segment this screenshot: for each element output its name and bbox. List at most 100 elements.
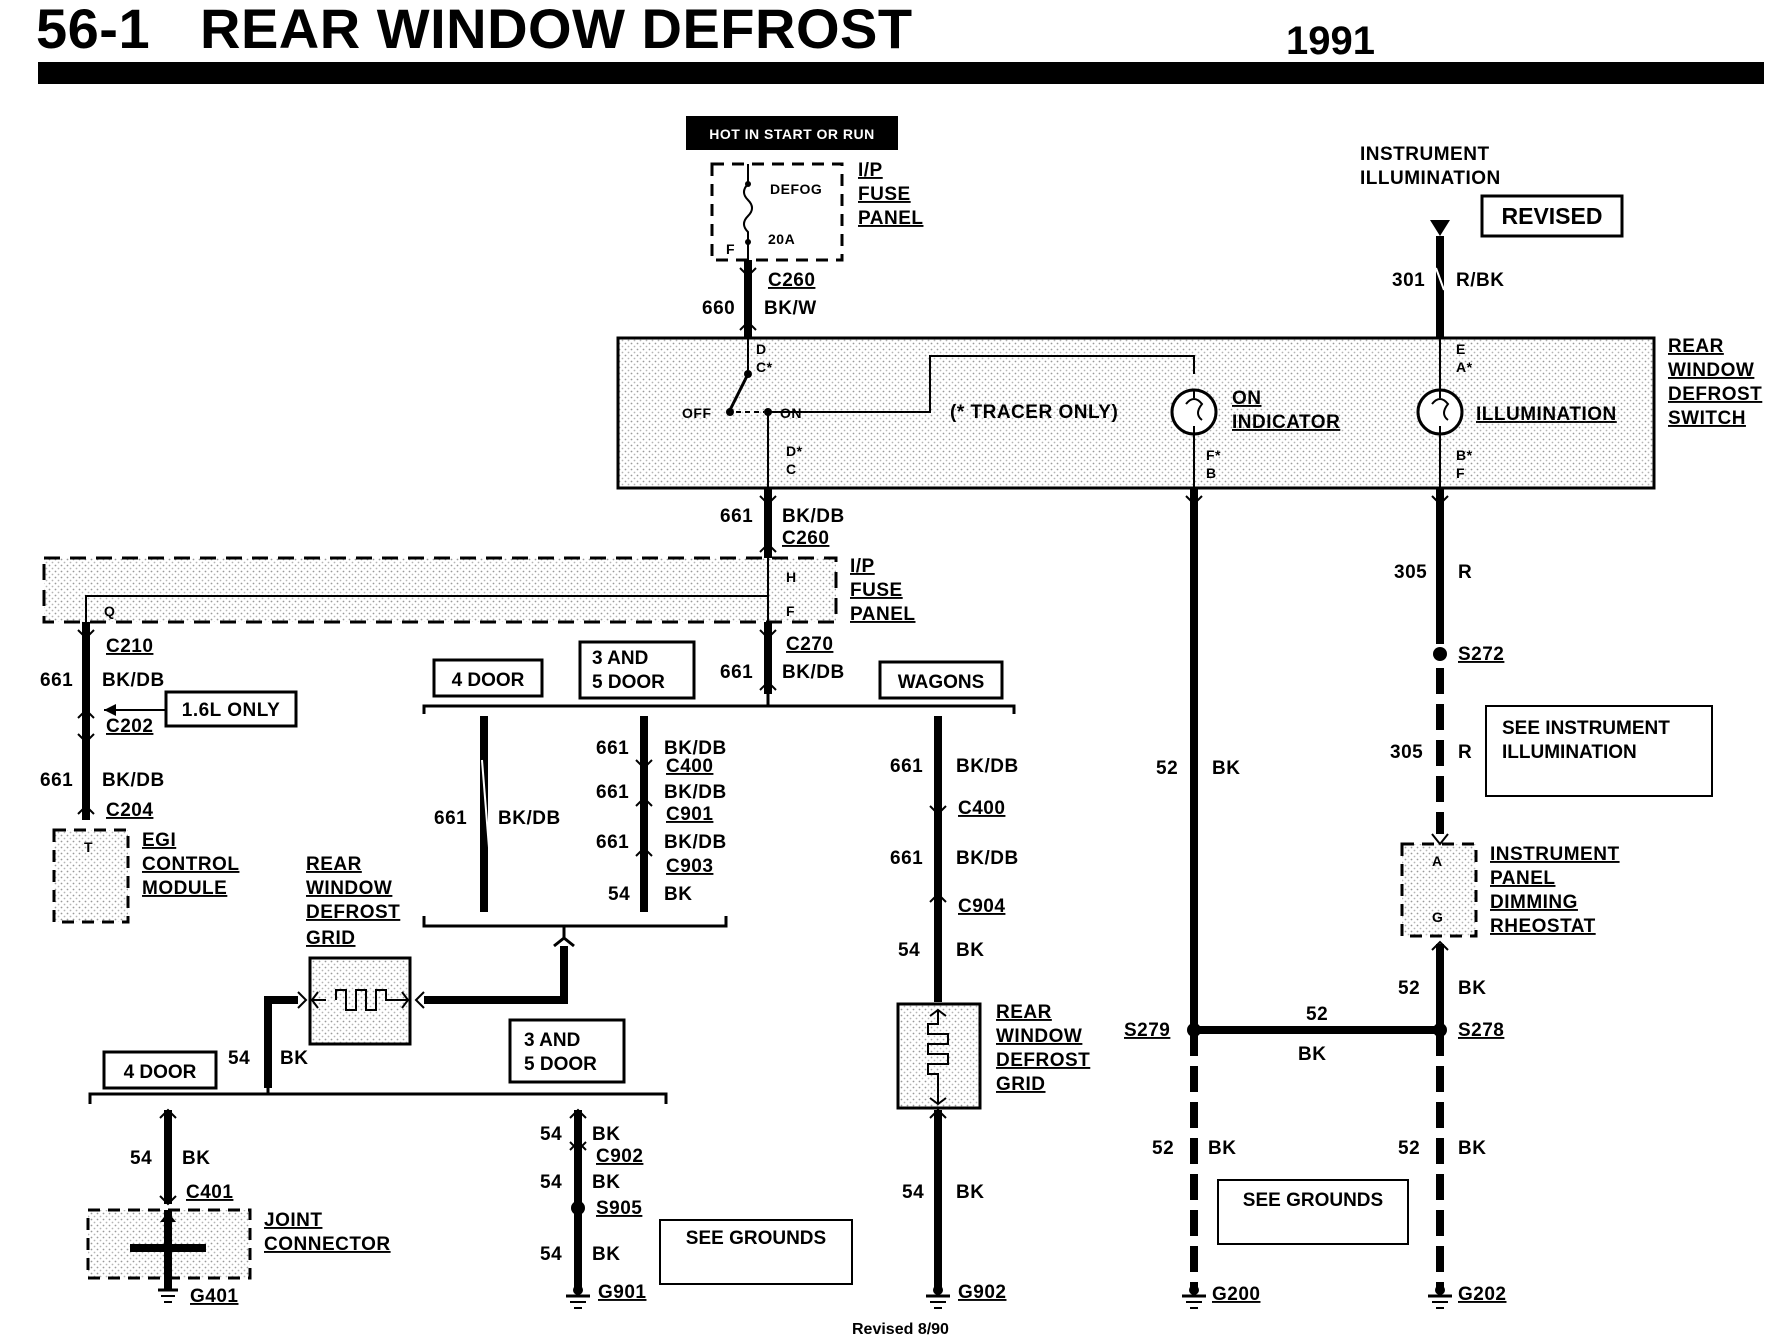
color-bk-a: BK — [1212, 758, 1240, 779]
switch-name-3: DEFROST — [1668, 384, 1762, 405]
lower-35door-1: 3 AND — [524, 1030, 580, 1051]
variant-join-bracket — [422, 916, 728, 928]
circuit-54-4door: 54 — [130, 1148, 152, 1169]
on-indicator-label-1: ON — [1232, 388, 1262, 409]
rheostat-name-3: DIMMING — [1490, 892, 1578, 913]
color-bkdb-4door: BK/DB — [498, 808, 561, 829]
variant-wagons-box — [878, 660, 1004, 700]
lamp-filament-icon — [1431, 390, 1450, 434]
color-r-a: R — [1458, 562, 1472, 583]
revised-stamp-box — [1480, 194, 1624, 238]
pin-h: H — [786, 569, 797, 585]
color-r-b: R — [1458, 742, 1472, 763]
pin-b: B — [1206, 465, 1217, 481]
wagon-grid: REAR WINDOW DEFROST GRID 54 BK G902 — [896, 1002, 1090, 1309]
circuit-661-a: 661 — [720, 506, 753, 527]
connector-c401: C401 — [186, 1182, 233, 1203]
lamp-filament-icon — [1185, 390, 1204, 434]
lower-4door: 4 DOOR — [124, 1062, 197, 1083]
pin-d: D — [756, 341, 767, 357]
rheostat-pin-a: A — [1432, 853, 1443, 869]
variant-4door: 4 DOOR — [452, 670, 525, 691]
connector-chevron-icon — [759, 495, 777, 553]
splice-s905-icon — [571, 1201, 585, 1215]
page-header: 56-1 REAR WINDOW DEFROST 1991 — [36, 0, 1764, 84]
connector-c903: C903 — [666, 856, 713, 877]
fuse-panel2-label-1: I/P — [850, 556, 875, 577]
wire-tracer — [481, 759, 491, 861]
grid-lower-name-1: REAR — [306, 854, 362, 875]
revised-stamp: REVISED — [1502, 203, 1603, 229]
page-number: 56-1 — [36, 0, 150, 60]
terminal-icon — [929, 1008, 947, 1106]
off-contact-icon — [726, 408, 734, 416]
rheostat-name-1: INSTRUMENT — [1490, 844, 1620, 865]
circuit-52-cross: 52 — [1306, 1004, 1328, 1025]
indicator-ground: 52 BK S279 52 BK G200 SEE GROUNDS — [1124, 488, 1409, 1309]
color-bk-cross: BK — [1298, 1044, 1326, 1065]
join-chevron-icon — [553, 926, 575, 948]
pin-f-panel: F — [786, 603, 795, 619]
fuse-panel-label-2: FUSE — [858, 184, 911, 205]
circuit-52-c: 52 — [1398, 978, 1420, 999]
color-bkdb-wagon-a: BK/DB — [956, 756, 1019, 777]
upper-variant-bus: 4 DOOR 3 AND 5 DOOR WAGONS 661 BK/DB 661… — [422, 640, 1019, 1002]
see-grounds-1: SEE GROUNDS — [686, 1228, 826, 1249]
color-bk-wagon-g: BK — [956, 1182, 984, 1203]
rheostat-name-4: RHEOSTAT — [1490, 916, 1596, 937]
variant-bracket — [422, 704, 1016, 714]
grid-lower-name-3: DEFROST — [306, 902, 400, 923]
color-bkdb-wagon-b: BK/DB — [956, 848, 1019, 869]
connector-c400: C400 — [666, 756, 713, 777]
fuse-terminal-icon — [745, 239, 751, 245]
pin-b-star: B* — [1456, 447, 1473, 463]
circuit-54-35: 54 — [608, 884, 630, 905]
color-bkdb-35c: BK/DB — [664, 832, 727, 853]
power-source: HOT IN START OR RUN DEFOG 20A F I/P FUSE… — [686, 116, 923, 338]
connector-chevron-icon — [929, 805, 947, 903]
circuit-661-wagon-a: 661 — [890, 756, 923, 777]
lower-variant-bracket — [88, 1092, 668, 1104]
illumination-source: INSTRUMENT ILLUMINATION REVISED 301 R/BK — [1360, 144, 1624, 338]
egi-module-box — [52, 828, 130, 924]
connector-c210: C210 — [106, 636, 153, 657]
connector-c260-top: C260 — [768, 270, 815, 291]
pin-f-star: F* — [1206, 447, 1221, 463]
splice-s272-icon — [1433, 647, 1447, 661]
splice-s279: S279 — [1124, 1020, 1170, 1041]
connector-c204: C204 — [106, 800, 153, 821]
ground-g200: G200 — [1212, 1284, 1260, 1305]
variant-wagons: WAGONS — [898, 672, 985, 693]
color-bk-35g-a: BK — [592, 1124, 620, 1145]
color-bk-35: BK — [664, 884, 692, 905]
splice-s905: S905 — [596, 1198, 642, 1219]
grid-wagon-name-3: DEFROST — [996, 1050, 1090, 1071]
rheostat-name-2: PANEL — [1490, 868, 1555, 889]
circuit-52-a: 52 — [1156, 758, 1178, 779]
joint-arrow-icon — [160, 1212, 176, 1222]
option-box — [164, 690, 298, 728]
circuit-661-wagon-b: 661 — [890, 848, 923, 869]
fuse-panel-label-1: I/P — [858, 160, 883, 181]
variant-35door-box — [578, 640, 696, 700]
fuse-panel-bus — [85, 558, 769, 622]
splice-s278: S278 — [1458, 1020, 1504, 1041]
pin-a-star: A* — [1456, 359, 1473, 375]
page-title: REAR WINDOW DEFROST — [200, 0, 913, 60]
pin-e: E — [1456, 341, 1466, 357]
illumination-label: ILLUMINATION — [1476, 404, 1617, 425]
ground-g901: G901 — [598, 1282, 646, 1303]
see-grounds-box-2 — [1217, 1179, 1409, 1245]
illum-source-label-2: ILLUMINATION — [1360, 168, 1501, 189]
connector-chevron-icon — [929, 1108, 947, 1119]
defrost-switch: REAR WINDOW DEFROST SWITCH D C* OFF ON D… — [616, 336, 1762, 490]
wire-grid-ground — [264, 996, 298, 1088]
rheostat-box — [1400, 842, 1478, 938]
connector-chevron-icon — [1185, 495, 1203, 506]
circuit-305-b: 305 — [1390, 742, 1423, 763]
ground-g401: G401 — [190, 1286, 238, 1307]
variant-4door-box — [432, 658, 544, 698]
circuit-54-35g-c: 54 — [540, 1244, 562, 1265]
color-bk-4door: BK — [182, 1148, 210, 1169]
